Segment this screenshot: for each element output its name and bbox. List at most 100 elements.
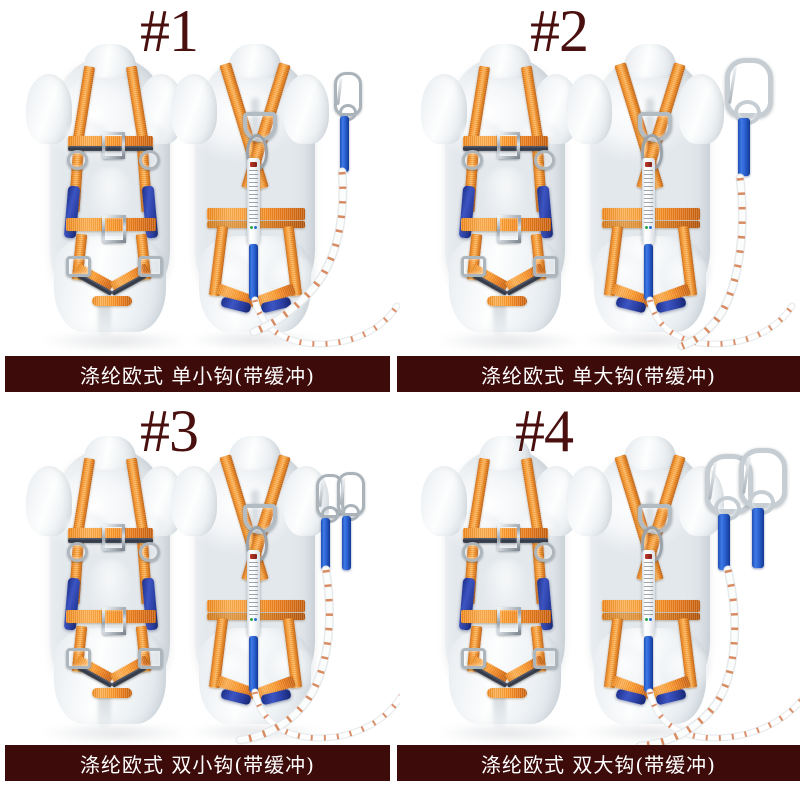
harness-front-view: [26, 436, 184, 740]
product-panel-2: #2: [400, 0, 800, 400]
seat-strap: [487, 688, 527, 698]
product-panel-4: #4: [400, 400, 800, 800]
hook-blue-sleeve: [738, 118, 750, 176]
absorber-label-text: [249, 170, 258, 224]
hook-eye: [321, 506, 339, 523]
lanyard-blue-sleeve: [249, 636, 258, 692]
seat-strap: [487, 296, 527, 306]
mannequin-neck: [624, 44, 676, 78]
large-scaffold-hook: [739, 448, 787, 515]
absorber-indicator-blue: [254, 617, 257, 621]
panel-badge-3: #3: [140, 400, 199, 464]
panel-badge-4: #4: [515, 400, 574, 464]
caption-text: 涤纶欧式 单小钩(带缓冲): [80, 363, 315, 388]
shock-absorber-pack: [642, 158, 655, 244]
absorber-label-text: [249, 562, 258, 616]
mannequin-shoulder-left: [171, 74, 217, 144]
hook-blue-sleeve: [321, 518, 330, 570]
lanyard-rope: [218, 565, 368, 746]
hook-eye: [342, 504, 360, 521]
mannequin-shoulder-right: [678, 74, 724, 144]
harness-front-view: [421, 44, 579, 348]
product-caption-4: 涤纶欧式 双大钩(带缓冲): [397, 745, 800, 781]
product-caption-1: 涤纶欧式 单小钩(带缓冲): [5, 356, 390, 392]
chest-buckle: [102, 524, 125, 551]
chest-d-ring-right: [534, 542, 555, 562]
product-panel-1: #1: [0, 0, 400, 400]
harness-back-view: [566, 44, 796, 348]
large-scaffold-hook: [705, 454, 753, 521]
caption-text: 涤纶欧式 双大钩(带缓冲): [481, 752, 716, 777]
chest-buckle: [497, 132, 520, 159]
harness-back-view: [171, 44, 400, 348]
seat-strap: [92, 296, 132, 306]
absorber-brand-mark: [645, 162, 652, 168]
lanyard-blue-sleeve: [644, 244, 653, 300]
absorber-indicator-green: [645, 225, 648, 229]
figure-shadow: [435, 330, 585, 352]
leg-adjuster-left: [66, 256, 91, 277]
chest-d-ring-left: [462, 150, 483, 170]
chest-buckle: [102, 132, 125, 159]
large-scaffold-hook: [725, 58, 773, 125]
waist-buckle: [497, 215, 521, 243]
chest-d-ring-left: [67, 150, 88, 170]
shock-absorber-pack: [642, 550, 655, 636]
hook-blue-sleeve: [342, 516, 351, 570]
torso-shading: [493, 688, 506, 728]
lanyard-rope: [616, 565, 776, 751]
waist-buckle: [102, 607, 126, 635]
lanyard-blue-sleeve: [644, 636, 653, 692]
torso-shading: [98, 296, 111, 336]
hook-blue-sleeve: [718, 514, 730, 570]
absorber-indicator-blue: [649, 617, 652, 621]
small-carabiner-hook: [316, 474, 344, 523]
panel-badge-1: #1: [140, 0, 199, 64]
chest-d-ring-right: [139, 542, 160, 562]
mannequin-shoulder-left: [566, 74, 612, 144]
harness-back-view: [566, 436, 800, 742]
absorber-indicator-green: [250, 225, 253, 229]
lifeline-rope: [610, 294, 800, 350]
figure-shadow: [40, 330, 190, 352]
panel-badge-2: #2: [530, 0, 589, 64]
leg-adjuster-right: [533, 648, 558, 669]
absorber-label-text: [644, 562, 653, 616]
absorber-indicator-green: [250, 617, 253, 621]
lanyard-rope: [648, 173, 778, 352]
absorber-brand-mark: [250, 554, 257, 560]
hook-blue-sleeve: [752, 508, 764, 568]
chest-d-ring-left: [67, 542, 88, 562]
absorber-label-text: [644, 170, 653, 224]
caption-text: 涤纶欧式 单大钩(带缓冲): [481, 363, 716, 388]
shock-absorber-pack: [247, 158, 260, 244]
torso-shading: [493, 296, 506, 336]
absorber-indicator-blue: [254, 225, 257, 229]
mannequin-shoulder-left: [566, 466, 612, 536]
lanyard-blue-sleeve: [249, 244, 258, 300]
product-caption-3: 涤纶欧式 双小钩(带缓冲): [5, 745, 390, 781]
lifeline-rope: [610, 686, 800, 746]
absorber-brand-mark: [645, 554, 652, 560]
figure-shadow: [185, 330, 325, 350]
lifeline-rope: [215, 686, 400, 746]
figure-shadow: [435, 722, 585, 744]
mannequin-shoulder-right: [283, 74, 329, 144]
leg-adjuster-right: [138, 648, 163, 669]
mannequin-neck: [229, 436, 281, 470]
seat-strap: [92, 688, 132, 698]
chest-d-ring-right: [139, 150, 160, 170]
leg-adjuster-right: [533, 256, 558, 277]
mannequin-neck: [229, 44, 281, 78]
absorber-indicator-blue: [649, 225, 652, 229]
leg-adjuster-left: [66, 648, 91, 669]
waist-buckle: [497, 607, 521, 635]
product-caption-2: 涤纶欧式 单大钩(带缓冲): [397, 356, 800, 392]
hook-blue-sleeve: [340, 116, 349, 172]
harness-front-view: [26, 44, 184, 348]
figure-shadow: [40, 722, 190, 744]
mannequin-neck: [624, 436, 676, 470]
torso-shading: [98, 688, 111, 728]
shock-absorber-pack: [247, 550, 260, 636]
chest-d-ring-left: [462, 542, 483, 562]
